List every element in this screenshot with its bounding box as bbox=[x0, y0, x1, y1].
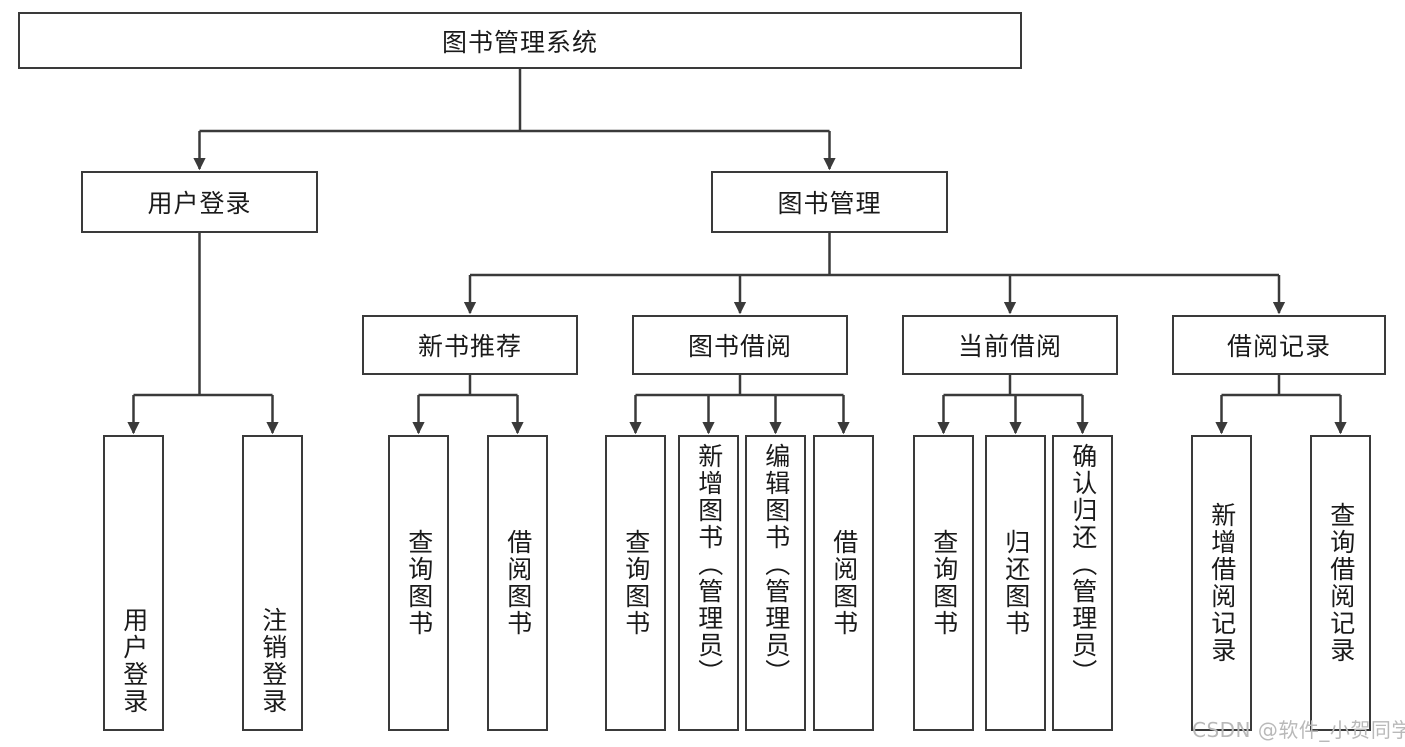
node-leaf-borrow-book-recommend[interactable]: 借阅图书 bbox=[487, 435, 548, 731]
node-leaf-edit-book-label: 编辑图书（管理员） bbox=[761, 443, 791, 686]
node-leaf-query-borrow-record-label: 查询借阅记录 bbox=[1326, 502, 1356, 664]
node-leaf-add-book[interactable]: 新增图书（管理员） bbox=[678, 435, 739, 731]
node-leaf-borrow-book-label: 借阅图书 bbox=[829, 529, 859, 637]
node-leaf-logout[interactable]: 注销登录 bbox=[242, 435, 303, 731]
node-leaf-query-book-borrow-label: 查询图书 bbox=[621, 529, 651, 637]
node-current-borrow-label: 当前借阅 bbox=[957, 332, 1062, 361]
node-leaf-query-book-borrow[interactable]: 查询图书 bbox=[605, 435, 666, 731]
node-leaf-borrow-book-recommend-label: 借阅图书 bbox=[503, 529, 533, 637]
node-leaf-add-book-label: 新增图书（管理员） bbox=[694, 443, 724, 686]
node-book-borrow[interactable]: 图书借阅 bbox=[632, 315, 848, 375]
node-new-book-recommend[interactable]: 新书推荐 bbox=[362, 315, 578, 375]
node-leaf-query-book-recommend-label: 查询图书 bbox=[404, 529, 434, 637]
node-leaf-confirm-return-label: 确认归还（管理员） bbox=[1068, 443, 1098, 686]
node-leaf-user-login-label: 用户登录 bbox=[119, 607, 149, 715]
node-book-borrow-label: 图书借阅 bbox=[687, 332, 792, 361]
node-root[interactable]: 图书管理系统 bbox=[18, 12, 1022, 69]
node-leaf-query-book-recommend[interactable]: 查询图书 bbox=[388, 435, 449, 731]
node-new-book-recommend-label: 新书推荐 bbox=[417, 332, 522, 361]
node-leaf-query-book-current[interactable]: 查询图书 bbox=[913, 435, 974, 731]
node-leaf-borrow-book[interactable]: 借阅图书 bbox=[813, 435, 874, 731]
csdn-watermark: CSDN @软件_小贺同学 bbox=[1192, 718, 1405, 742]
node-leaf-query-borrow-record[interactable]: 查询借阅记录 bbox=[1310, 435, 1371, 731]
node-leaf-return-book[interactable]: 归还图书 bbox=[985, 435, 1046, 731]
node-root-label: 图书管理系统 bbox=[441, 27, 598, 57]
node-leaf-edit-book[interactable]: 编辑图书（管理员） bbox=[745, 435, 806, 731]
node-user-login[interactable]: 用户登录 bbox=[81, 171, 318, 233]
node-leaf-confirm-return[interactable]: 确认归还（管理员） bbox=[1052, 435, 1113, 731]
node-book-management[interactable]: 图书管理 bbox=[711, 171, 948, 233]
node-leaf-add-borrow-record[interactable]: 新增借阅记录 bbox=[1191, 435, 1252, 731]
node-borrow-records-label: 借阅记录 bbox=[1226, 332, 1331, 361]
node-user-login-label: 用户登录 bbox=[147, 189, 252, 218]
node-leaf-query-book-current-label: 查询图书 bbox=[929, 529, 959, 637]
node-leaf-return-book-label: 归还图书 bbox=[1001, 529, 1031, 637]
node-current-borrow[interactable]: 当前借阅 bbox=[902, 315, 1118, 375]
node-leaf-logout-label: 注销登录 bbox=[258, 607, 288, 715]
node-book-management-label: 图书管理 bbox=[777, 189, 882, 218]
node-leaf-user-login[interactable]: 用户登录 bbox=[103, 435, 164, 731]
node-leaf-add-borrow-record-label: 新增借阅记录 bbox=[1207, 502, 1237, 664]
node-borrow-records[interactable]: 借阅记录 bbox=[1172, 315, 1386, 375]
